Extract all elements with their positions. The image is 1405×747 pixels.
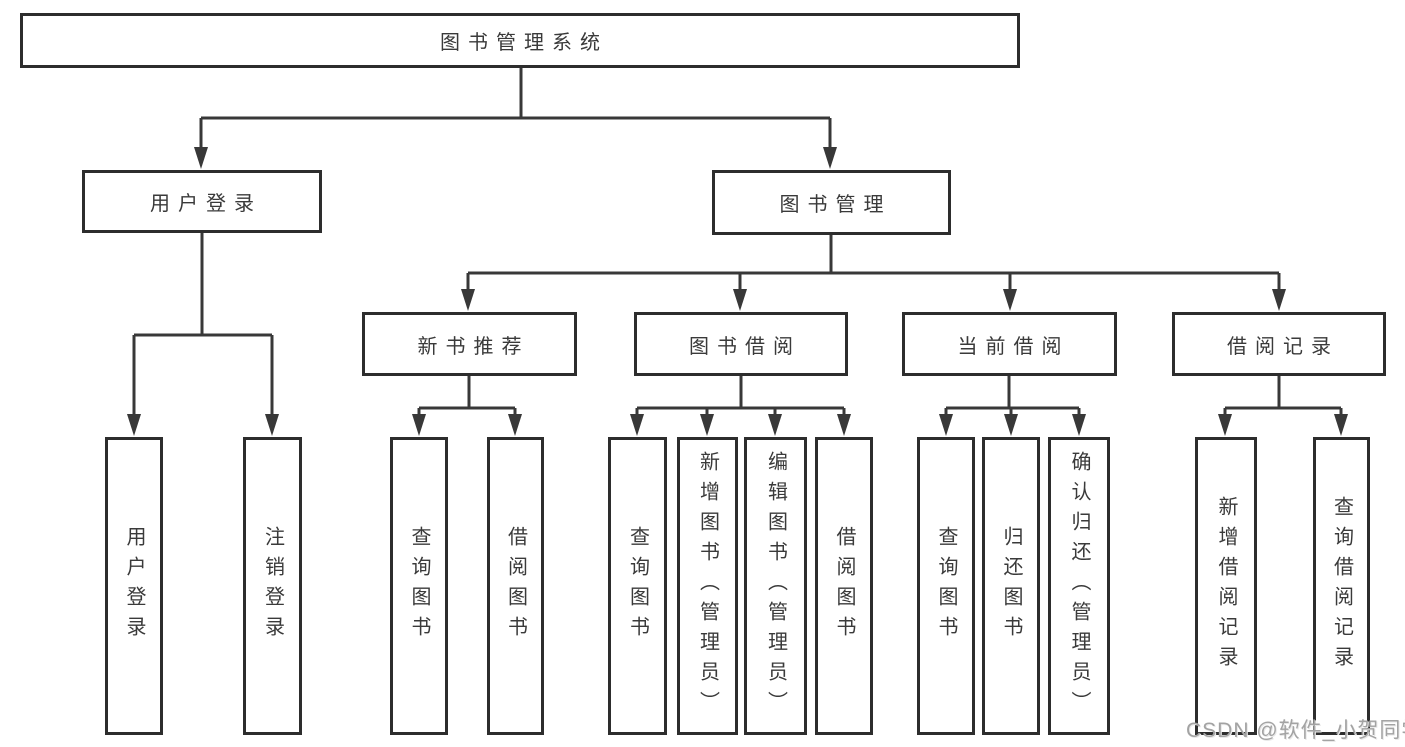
leaf-records-query-borrow-record: 查询借阅记录	[1313, 437, 1370, 735]
leaf-label: 查询图书	[408, 526, 430, 646]
leaf-label: 新增图书（管理员）	[696, 451, 719, 721]
leaf-user-login: 用户登录	[105, 437, 163, 735]
leaf-borrowing-edit-books-admin: 编辑图书（管理员）	[744, 437, 807, 735]
leaf-label: 编辑图书（管理员）	[764, 451, 787, 721]
node-label: 图书管理	[779, 194, 892, 216]
node-current-borrowing: 当前借阅	[902, 312, 1117, 376]
node-library-management-system: 图书管理系统	[20, 13, 1020, 68]
node-label: 当前借阅	[957, 335, 1070, 358]
leaf-current-query-books: 查询图书	[917, 437, 975, 735]
leaf-label: 查询图书	[626, 526, 649, 646]
leaf-label: 查询借阅记录	[1330, 496, 1353, 676]
leaf-borrowing-query-books: 查询图书	[608, 437, 667, 735]
leaf-label: 借阅图书	[504, 526, 527, 646]
node-label: 图书管理系统	[440, 32, 608, 54]
leaf-borrowing-add-books-admin: 新增图书（管理员）	[677, 437, 738, 735]
node-new-book-recommend: 新书推荐	[362, 312, 577, 376]
leaf-label: 归还图书	[1000, 526, 1022, 646]
leaf-label: 查询图书	[935, 526, 957, 646]
leaf-current-confirm-return-admin: 确认归还（管理员）	[1048, 437, 1110, 735]
leaf-label: 确认归还（管理员）	[1068, 451, 1090, 721]
leaf-label: 注销登录	[261, 526, 284, 646]
node-user-login: 用户登录	[82, 170, 322, 233]
leaf-logout: 注销登录	[243, 437, 302, 735]
leaf-recommend-borrow-books: 借阅图书	[487, 437, 544, 735]
leaf-current-return-books: 归还图书	[982, 437, 1040, 735]
leaf-records-add-borrow-record: 新增借阅记录	[1195, 437, 1257, 735]
node-label: 用户登录	[150, 193, 262, 215]
node-borrowing-records: 借阅记录	[1172, 312, 1386, 376]
leaf-recommend-query-books: 查询图书	[390, 437, 448, 735]
node-label: 新书推荐	[417, 335, 530, 358]
csdn-watermark: CSDN @软件_小贺同学	[1186, 719, 1405, 742]
leaf-borrowing-borrow-books: 借阅图书	[815, 437, 873, 735]
node-book-management: 图书管理	[712, 170, 951, 235]
leaf-label: 新增借阅记录	[1215, 496, 1237, 676]
leaf-label: 借阅图书	[833, 526, 855, 646]
node-label: 借阅记录	[1227, 335, 1339, 358]
leaf-label: 用户登录	[123, 526, 145, 646]
node-book-borrowing: 图书借阅	[634, 312, 848, 376]
node-label: 图书借阅	[689, 335, 801, 358]
